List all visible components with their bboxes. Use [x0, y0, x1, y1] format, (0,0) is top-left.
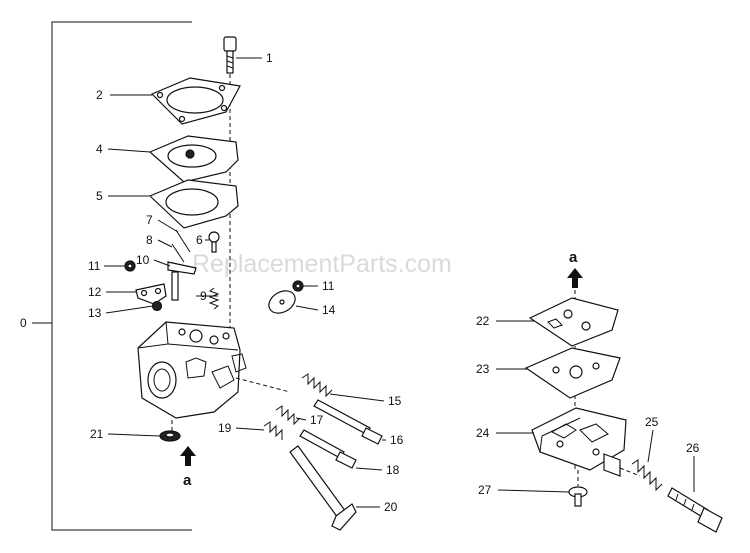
part-2-cover: [150, 77, 241, 125]
label-1: 1: [266, 51, 273, 65]
label-9: 9: [200, 289, 207, 303]
part-4-diaphragm: [148, 135, 239, 183]
part-20-lever: [289, 445, 357, 531]
arrow-label-left: a: [183, 472, 192, 489]
arrow-up-right: a: [567, 249, 583, 288]
label-8: 8: [146, 233, 153, 247]
label-18: 18: [386, 463, 400, 477]
label-27: 27: [478, 483, 492, 497]
part-7-pin: [175, 229, 191, 253]
watermark: ReplacementParts.com: [192, 250, 452, 278]
part-11-screw-left: [124, 260, 136, 272]
label-22: 22: [476, 314, 490, 328]
part-1-screw: [223, 36, 237, 74]
part-10-lever: [167, 261, 197, 301]
label-24: 24: [476, 426, 490, 440]
label-26: 26: [686, 441, 700, 455]
part-19-spring: [263, 421, 283, 440]
part-22-gasket: [528, 297, 619, 347]
carburetor-body: [137, 321, 247, 419]
part-5-gasket: [148, 179, 239, 229]
part-8-needle: [171, 243, 185, 263]
part-6-screw: [208, 231, 220, 253]
part-11-screw-right: [292, 280, 304, 292]
callouts: 1 2 4 5 7 8 6 10 11 12 13 9 11 14 15 16: [88, 51, 700, 514]
part-24-pump-body: [531, 407, 627, 477]
label-11-right: 11: [322, 279, 335, 293]
arrow-up-left: a: [180, 446, 196, 489]
arrow-label-right: a: [569, 249, 578, 266]
label-12: 12: [88, 285, 102, 299]
part-16-needle: [313, 399, 383, 445]
label-23: 23: [476, 362, 490, 376]
label-17: 17: [310, 413, 324, 427]
part-23-diaphragm: [524, 347, 621, 399]
part-14-disc: [268, 290, 296, 314]
part-26-adjust-screw: [667, 487, 723, 533]
part-21-washer: [159, 430, 181, 442]
label-25: 25: [645, 415, 659, 429]
part-18-needle: [299, 429, 357, 469]
label-14: 14: [322, 303, 336, 317]
label-4: 4: [96, 142, 103, 156]
label-15: 15: [388, 394, 402, 408]
label-16: 16: [390, 433, 404, 447]
assembly-bracket: 0: [20, 21, 192, 531]
label-20: 20: [384, 500, 398, 514]
label-2: 2: [96, 88, 103, 102]
part-27-screw: [568, 486, 588, 507]
label-19: 19: [218, 421, 232, 435]
label-0: 0: [20, 316, 27, 330]
part-15-spring: [301, 373, 333, 398]
label-10: 10: [136, 253, 150, 267]
label-21: 21: [90, 427, 104, 441]
part-13-screw: [151, 300, 163, 312]
part-25-spring: [631, 459, 663, 492]
part-17-spring: [275, 405, 301, 426]
label-13: 13: [88, 306, 102, 320]
label-11-left: 11: [88, 259, 101, 273]
label-5: 5: [96, 189, 103, 203]
part-12-bracket: [135, 283, 167, 305]
part-9-spring: [208, 287, 220, 310]
label-7: 7: [146, 213, 153, 227]
label-6: 6: [196, 233, 203, 247]
